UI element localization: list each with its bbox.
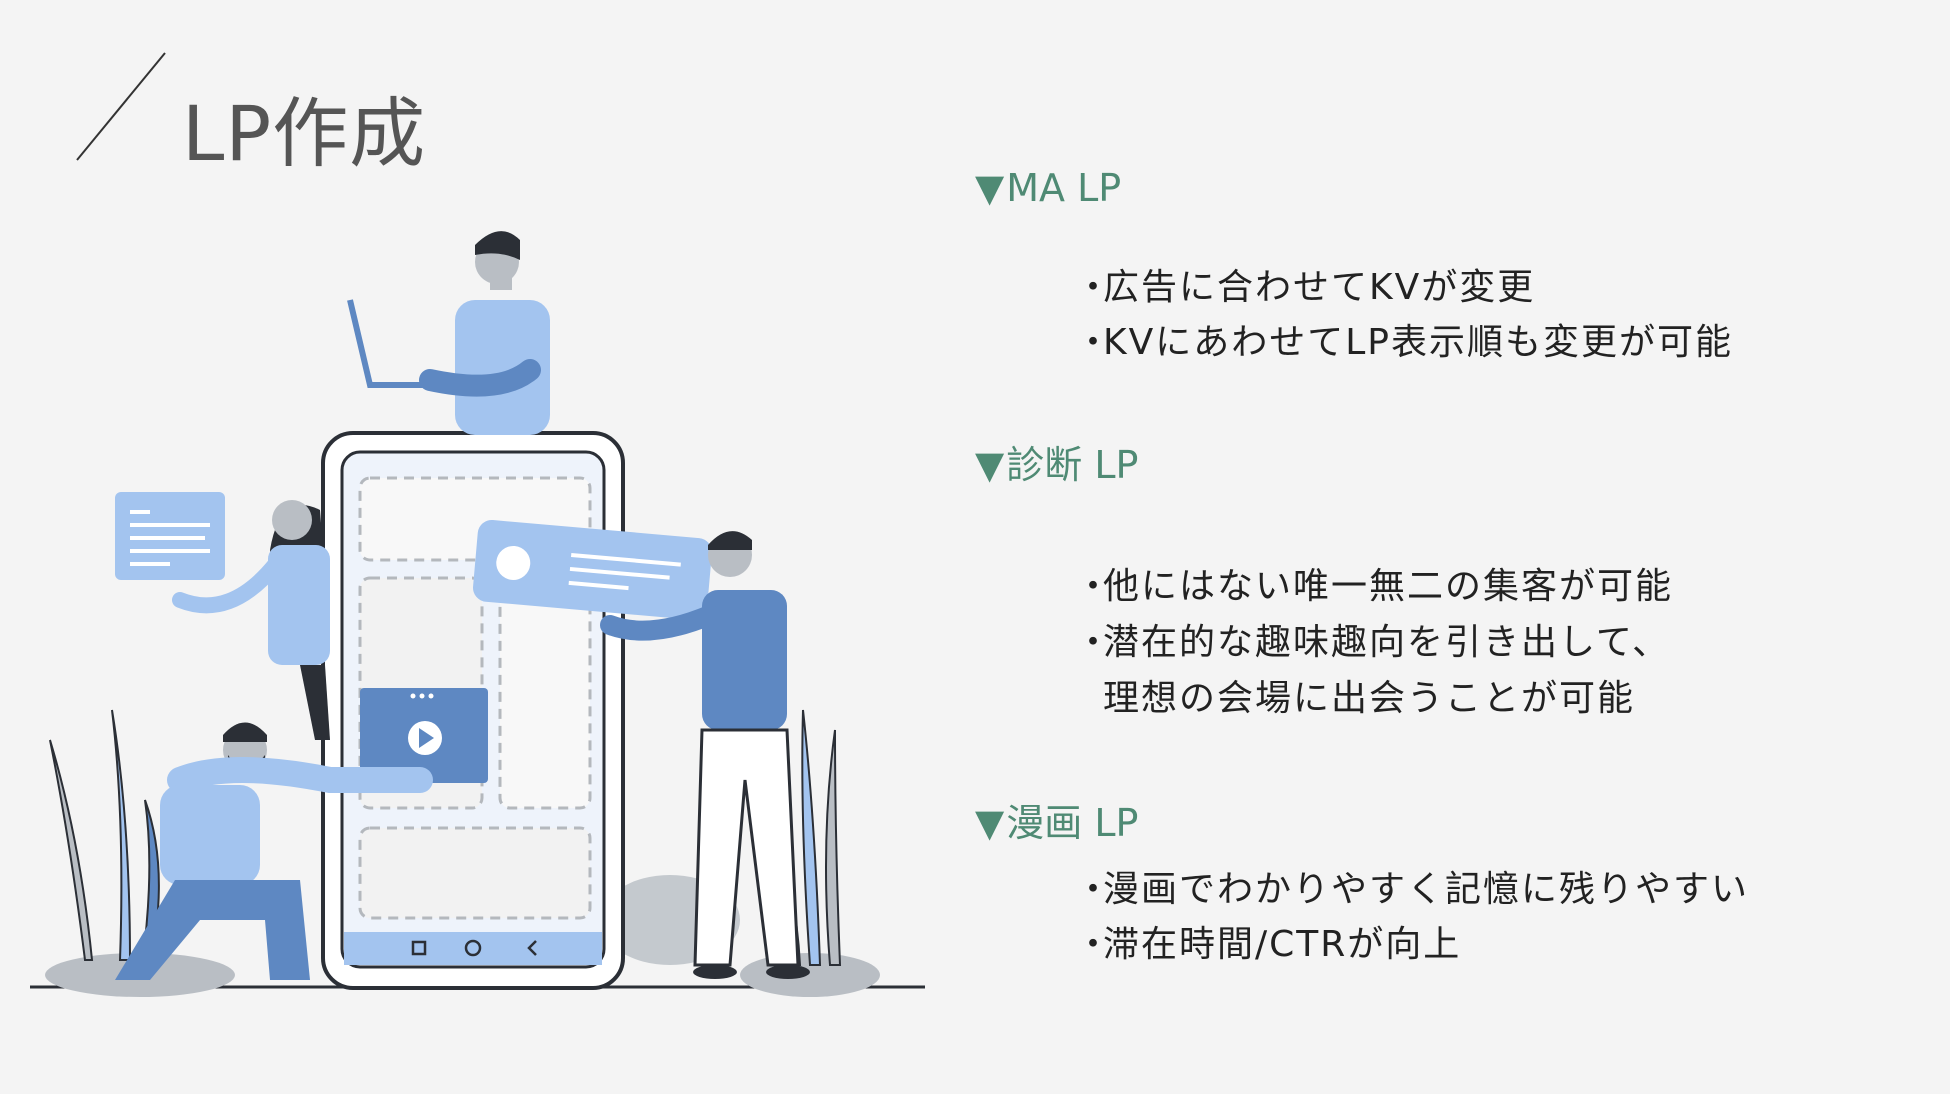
bullet-item-continuation: 理想の会場に出会うことが可能 [1075,669,1635,721]
bullet-dot: ・ [1075,869,1114,910]
section-heading-text: 診断 LP [1006,443,1139,487]
bullet-dot: ・ [1075,267,1114,308]
bullet-item: ・他にはない唯一無二の集客が可能 [1075,557,1673,609]
bullet-text: 理想の会場に出会うことが可能 [1103,678,1636,719]
video-card [360,688,488,783]
person-laptop [347,231,550,435]
bullet-dot: ・ [1075,622,1114,663]
bullet-item: ・潜在的な趣味趣向を引き出して、 [1075,613,1670,665]
chat-card-left [115,492,225,580]
bullet-text: 潜在的な趣味趣向を引き出して、 [1103,622,1671,663]
section-heading-shindan-lp: ▼診断 LP [975,434,1138,489]
bullet-item: ・KVにあわせてLP表示順も変更が可能 [1075,313,1733,365]
person-standing [600,531,810,979]
section-heading-ma-lp: ▼MA LP [975,166,1121,210]
mobile-app-team-illustration [30,231,925,997]
section-heading-manga-lp: ▼漫画 LP [975,792,1138,847]
person-kneeling [115,722,433,980]
section-heading-text: 漫画 LP [1006,801,1139,845]
bullet-item: ・滞在時間/CTRが向上 [1075,915,1461,967]
person-woman [172,500,330,740]
slide-title: LP作成 [182,89,427,178]
bullet-text: KVにあわせてLP表示順も変更が可能 [1103,322,1734,363]
section-heading-text: MA LP [1006,166,1122,210]
bullet-text: 他にはない唯一無二の集客が可能 [1103,566,1674,607]
bullet-dot: ・ [1075,924,1114,965]
triangle-marker: ▼ [975,166,1005,210]
bullet-item: ・漫画でわかりやすく記憶に残りやすい [1075,860,1749,912]
bullet-text: 滞在時間/CTRが向上 [1103,924,1462,965]
profile-card [473,519,712,620]
triangle-marker: ▼ [975,801,1005,845]
plant-left [49,709,160,966]
bullet-text: 漫画でわかりやすく記憶に残りやすい [1103,869,1750,910]
bullet-dot: ・ [1075,566,1114,607]
title-slash-decoration [76,52,166,161]
triangle-marker: ▼ [975,443,1005,487]
bullet-item: ・広告に合わせてKVが変更 [1075,258,1535,310]
bullet-text: 広告に合わせてKVが変更 [1103,267,1536,308]
bullet-dot: ・ [1075,322,1114,363]
